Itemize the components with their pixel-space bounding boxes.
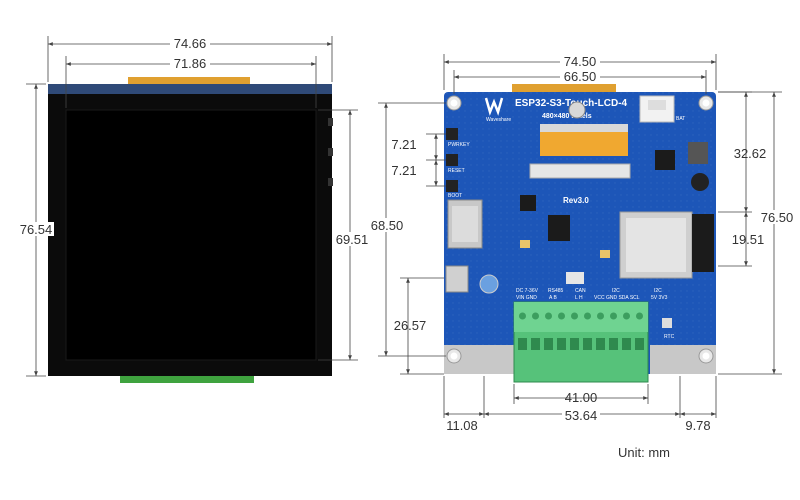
dim-right-hole-span: 66.50 <box>564 69 597 84</box>
terminal-screw <box>610 312 617 320</box>
dim-right-total-width: 74.50 <box>564 54 597 69</box>
dim-left-active-width: 71.86 <box>174 56 207 71</box>
terminal-ab-label: A B <box>549 295 557 301</box>
terminal-i2c-right-pins-label: 5V 3V3 <box>651 295 668 301</box>
dim-button-pitch-2: 7.21 <box>391 163 416 178</box>
bat-label: BAT <box>676 116 685 122</box>
dim-right-bottom-height: 26.57 <box>394 318 427 333</box>
inductor-round <box>691 173 709 191</box>
terminal-slot <box>531 338 540 350</box>
terminal-i2c-label: I2C <box>612 288 620 294</box>
usb-c-port <box>445 265 469 293</box>
boot-button[interactable] <box>446 180 458 192</box>
speaker-knob <box>568 101 586 119</box>
boot-label: BOOT <box>448 193 462 199</box>
terminal-screw <box>623 312 630 320</box>
side-tab <box>328 118 333 126</box>
inductor <box>688 142 708 164</box>
right-dimension-labels: 74.50 66.50 68.50 7.21 7.21 26.57 76.50 … <box>368 54 796 433</box>
terminal-screw <box>636 312 643 320</box>
dim-terminal-width: 41.00 <box>565 390 598 405</box>
dim-right-top-to-module: 32.62 <box>734 146 767 161</box>
pwrkey-button[interactable] <box>446 128 458 140</box>
display-top-strip <box>48 84 332 94</box>
left-dimension-labels: 74.66 71.86 76.54 69.51 <box>18 36 368 247</box>
terminal-screw <box>545 312 552 320</box>
antenna-area <box>692 214 714 272</box>
terminal-slot <box>570 338 579 350</box>
terminal-block <box>513 301 649 383</box>
chip <box>655 150 675 170</box>
terminal-can-label: CAN <box>575 288 586 294</box>
fpc-connector <box>529 163 631 179</box>
terminal-i2c-right-label: I2C <box>654 288 662 294</box>
waveshare-logo-icon <box>484 97 504 116</box>
chip <box>548 215 570 241</box>
terminal-slot <box>583 338 592 350</box>
board-title: ESP32-S3-Touch-LCD-4 <box>515 98 627 109</box>
terminal-vin-gnd-label: VIN GND <box>516 295 537 301</box>
rtc-component <box>662 318 672 328</box>
dim-left-total-width: 74.66 <box>174 36 207 51</box>
dim-button-pitch-1: 7.21 <box>391 137 416 152</box>
pwrkey-label: PWRKEY <box>448 142 470 148</box>
dim-left-height: 76.54 <box>20 222 53 237</box>
terminal-screw <box>519 312 526 320</box>
terminal-slot <box>544 338 553 350</box>
unit-label: Unit: mm <box>618 445 670 460</box>
display-active-area <box>65 109 317 361</box>
terminal-slot <box>635 338 644 350</box>
terminal-rs485-label: RS485 <box>548 288 564 294</box>
terminal-slot <box>518 338 527 350</box>
reset-label: RESET <box>448 168 465 174</box>
terminal-screw <box>597 312 604 320</box>
dim-right-hole-height: 68.50 <box>371 218 404 233</box>
terminal-screw <box>571 312 578 320</box>
dim-bottom-span: 53.64 <box>565 408 598 423</box>
terminal-dc-label: DC 7-36V <box>516 288 539 294</box>
terminal-slot <box>622 338 631 350</box>
side-tab <box>328 178 333 186</box>
fpc-top-left <box>128 77 250 84</box>
side-tab <box>328 148 333 156</box>
chip <box>520 195 536 211</box>
dim-left-active-height: 69.51 <box>336 232 369 247</box>
pcb-back-view: Waveshare ESP32-S3-Touch-LCD-4 480×480 P… <box>444 84 716 383</box>
revision-label: Rev3.0 <box>563 196 589 205</box>
terminal-slot <box>609 338 618 350</box>
terminal-i2c-pins-label: VCC GND SDA SCL <box>594 295 640 301</box>
terminal-screw <box>532 312 539 320</box>
terminal-slot <box>596 338 605 350</box>
display-front-view <box>48 77 333 383</box>
terminal-screw <box>584 312 591 320</box>
terminal-lh-label: L H <box>575 295 583 301</box>
board-subtitle: 480×480 Pixels <box>542 113 592 120</box>
brand-label: Waveshare <box>486 117 511 123</box>
dim-right-total-height: 76.50 <box>761 210 794 225</box>
fpc-top-right <box>512 84 616 92</box>
terminal-slot <box>557 338 566 350</box>
crystal <box>566 272 584 284</box>
reset-button[interactable] <box>446 154 458 166</box>
capacitor <box>479 274 499 294</box>
terminal-screw <box>558 312 565 320</box>
dim-right-offset: 9.78 <box>685 418 710 433</box>
dim-left-offset: 11.08 <box>446 418 478 433</box>
rtc-label: RTC <box>664 334 675 340</box>
bottom-connector <box>120 376 254 383</box>
dim-right-module-height: 19.51 <box>732 232 765 247</box>
